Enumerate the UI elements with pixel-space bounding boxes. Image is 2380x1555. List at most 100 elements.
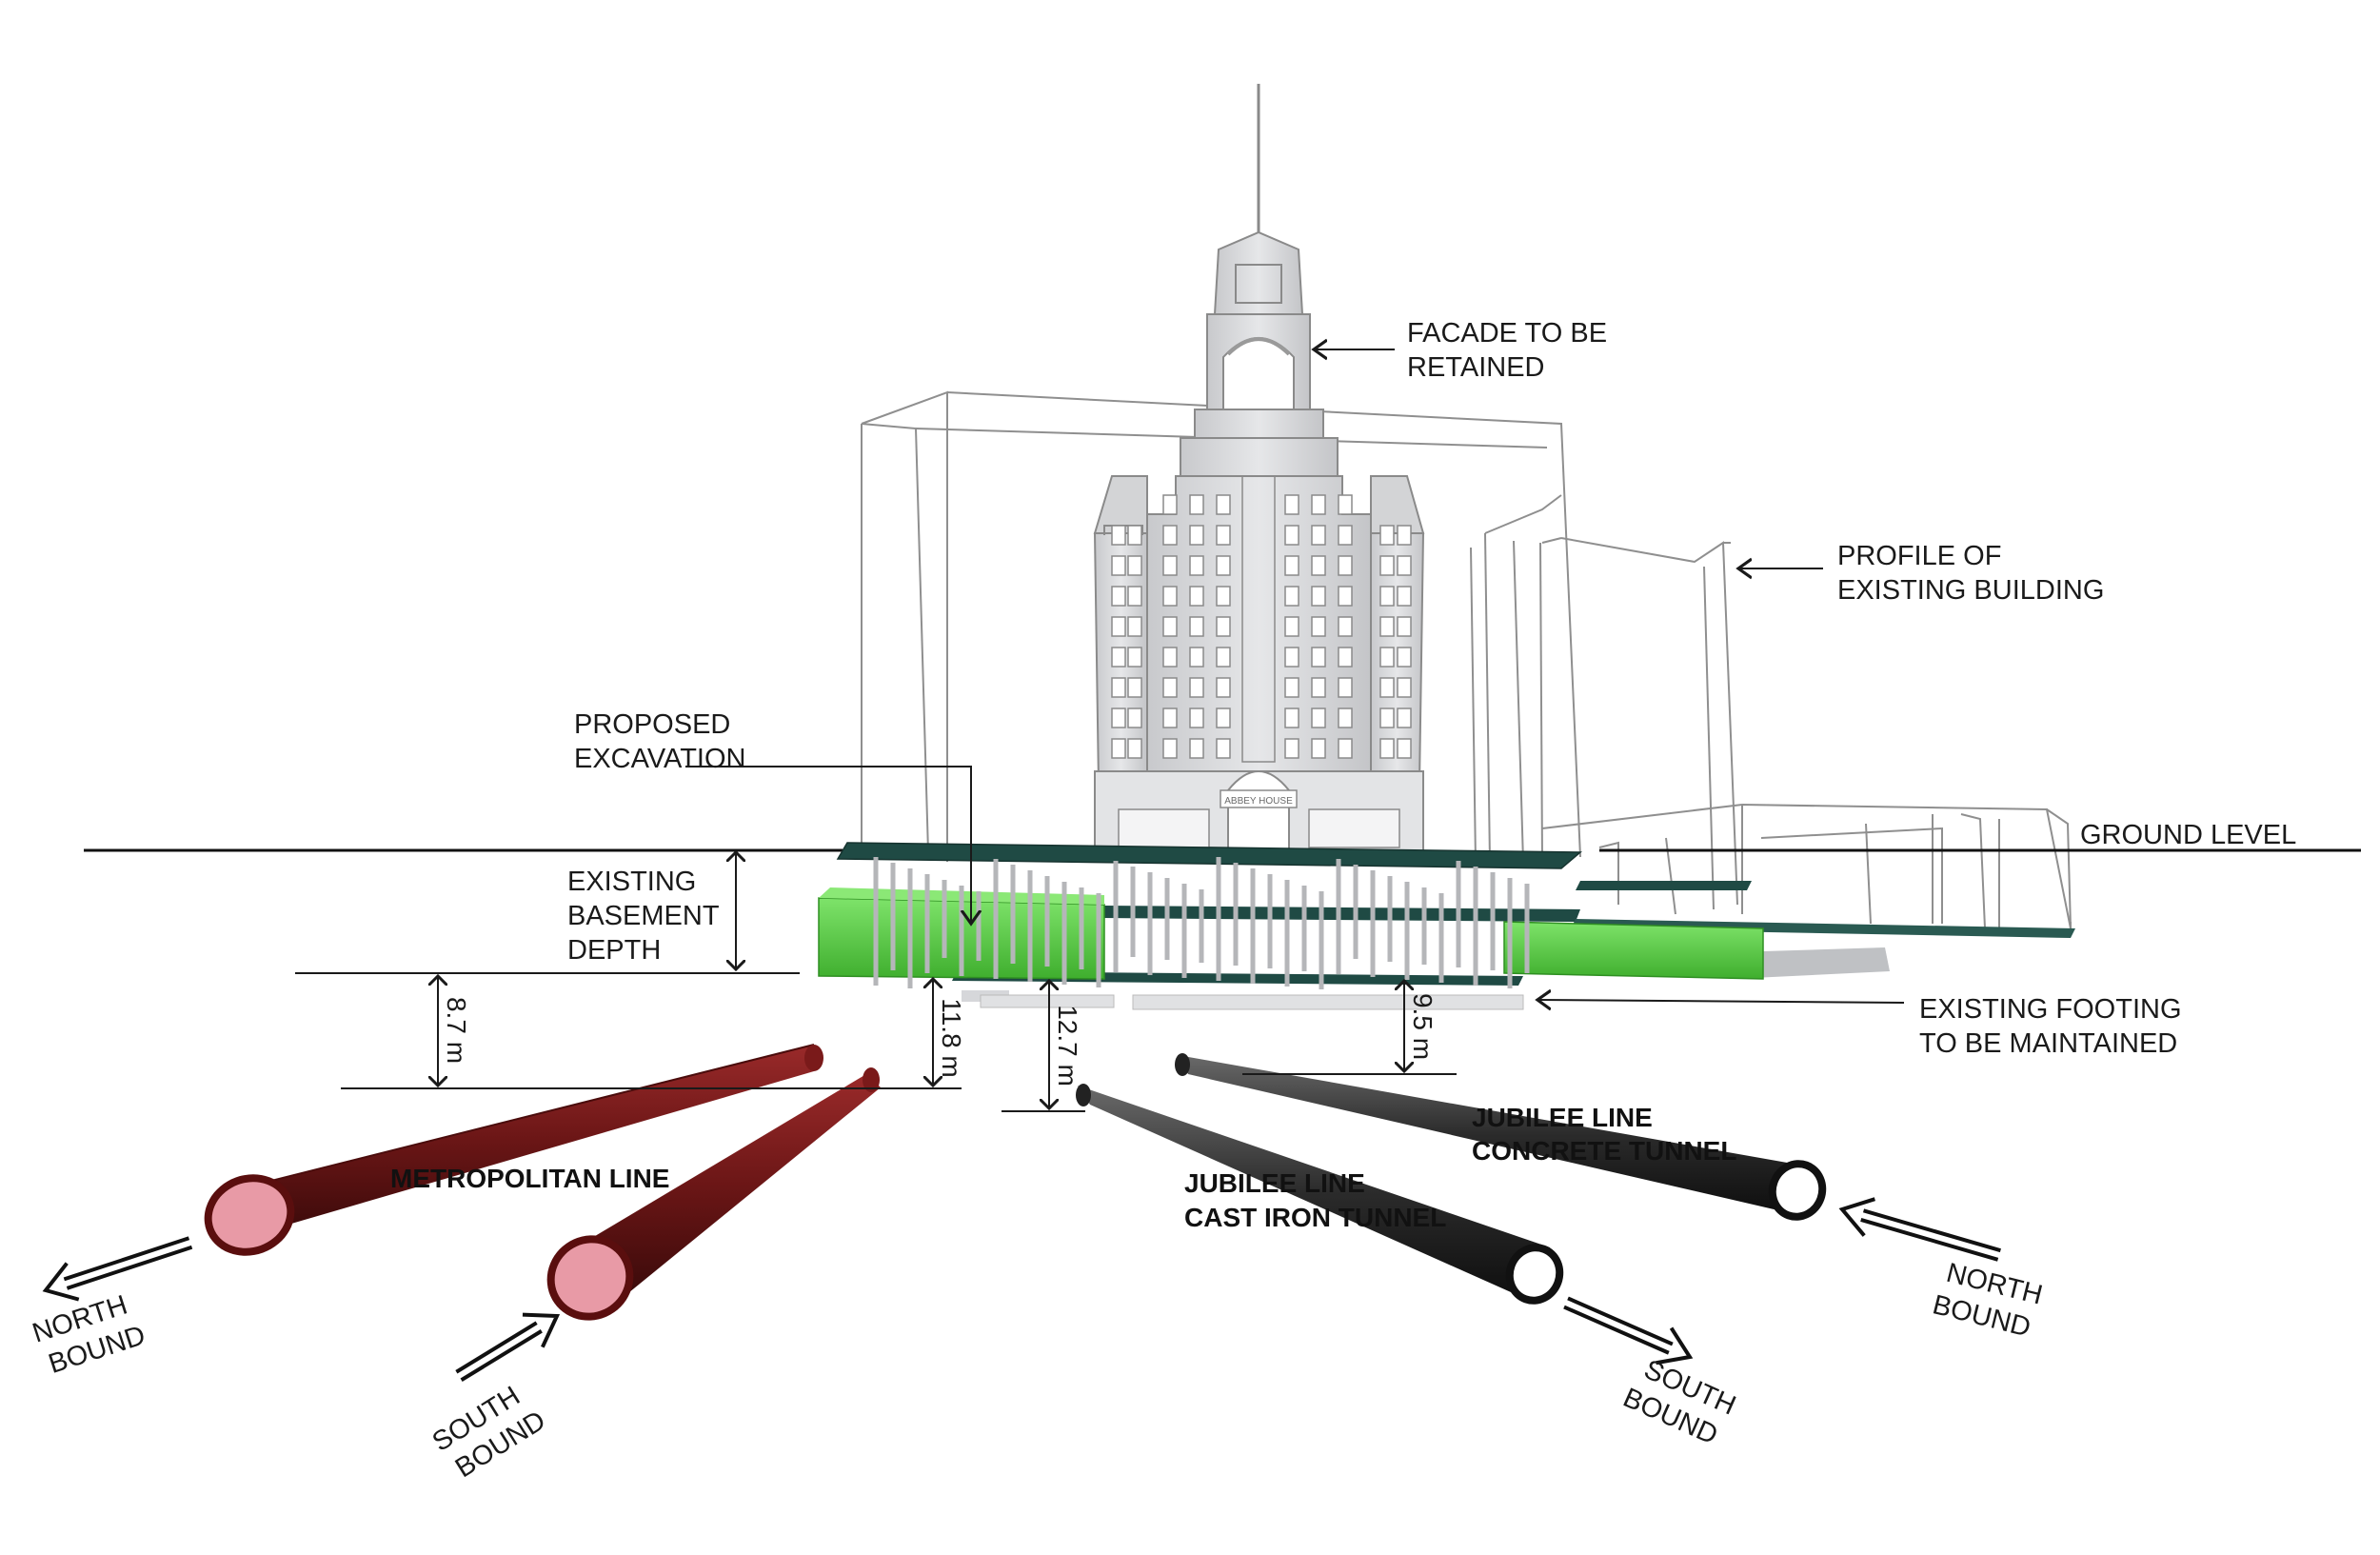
building-window (1397, 616, 1412, 637)
building-window (1338, 616, 1353, 637)
direction-arrow (1838, 1197, 2001, 1262)
building-window (1338, 525, 1353, 546)
building-window (1162, 494, 1178, 515)
building-window (1189, 616, 1204, 637)
building-window (1189, 708, 1204, 728)
building-window (1284, 738, 1299, 759)
building-window (1111, 555, 1126, 576)
building-window (1397, 647, 1412, 668)
jubilee-cast-iron-label-line-2: CAST IRON TUNNEL (1184, 1203, 1446, 1232)
building-window (1338, 494, 1353, 515)
building-window (1216, 708, 1231, 728)
building-window (1189, 677, 1204, 698)
building-window (1162, 525, 1178, 546)
building-window (1379, 677, 1395, 698)
building-window (1284, 586, 1299, 607)
building-window (1127, 586, 1142, 607)
basement-label-line-3: DEPTH (567, 935, 661, 966)
building-window (1216, 738, 1231, 759)
metropolitan-southbound-tunnel (546, 1067, 881, 1321)
building-window (1379, 738, 1395, 759)
building-window (1127, 525, 1142, 546)
building-window (1162, 555, 1178, 576)
building-window (1162, 586, 1178, 607)
jubilee-cast-iron-tunnel (1076, 1084, 1564, 1305)
building-window (1127, 738, 1142, 759)
building-window (1111, 647, 1126, 668)
building-window (1379, 708, 1395, 728)
jubilee-concrete-label-line-1: JUBILEE LINE (1472, 1103, 1653, 1132)
building-window (1284, 708, 1299, 728)
building-window (1311, 525, 1326, 546)
building-window (1127, 616, 1142, 637)
building-window (1338, 738, 1353, 759)
footing-label-line-1: EXISTING FOOTING (1919, 994, 2182, 1025)
building-window (1311, 616, 1326, 637)
jubilee-concrete-label-line-2: CONCRETE TUNNEL (1472, 1136, 1736, 1166)
basement-label-line-1: EXISTING (567, 867, 696, 897)
direction-arrows (42, 1197, 2001, 1382)
building-sign: ABBEY HOUSE (1224, 796, 1293, 807)
metropolitan-line-label: METROPOLITAN LINE (390, 1164, 669, 1193)
building-window (1216, 555, 1231, 576)
ground-level-label: GROUND LEVEL (2080, 820, 2296, 850)
building-window (1111, 738, 1126, 759)
building-window (1397, 738, 1412, 759)
building-window (1216, 677, 1231, 698)
building-window (1162, 708, 1178, 728)
building-window (1189, 525, 1204, 546)
profile-label-line-2: EXISTING BUILDING (1837, 575, 2104, 606)
building-window (1338, 708, 1353, 728)
excavation-label-line-1: PROPOSED (574, 709, 730, 740)
metropolitan-northbound-tunnel (204, 1044, 823, 1256)
building-window (1111, 677, 1126, 698)
building-window (1397, 555, 1412, 576)
jubilee-cast-iron-label-line-1: JUBILEE LINE (1184, 1168, 1365, 1198)
building-window (1216, 616, 1231, 637)
building-window (1338, 647, 1353, 668)
building-window (1216, 525, 1231, 546)
dimension-9-5: 9.5 m (1408, 993, 1438, 1060)
building-window (1284, 494, 1299, 515)
building-window (1284, 525, 1299, 546)
retained-facade: ABBEY HOUSE (1093, 84, 1425, 853)
basement-label-line-2: BASEMENT (567, 901, 720, 931)
building-window (1379, 555, 1395, 576)
excavation-label-line-2: EXCAVATION (574, 744, 745, 774)
basement-slabs (836, 842, 2075, 1010)
building-window (1162, 738, 1178, 759)
direction-arrow (1563, 1296, 1694, 1366)
building-window (1338, 586, 1353, 607)
building-window (1311, 586, 1326, 607)
piles (873, 857, 1530, 989)
building-window (1284, 647, 1299, 668)
building-window (1162, 616, 1178, 637)
excavation-leader (685, 766, 971, 924)
building-window (1379, 616, 1395, 637)
building-window (1284, 616, 1299, 637)
building-window (1111, 616, 1126, 637)
building-window (1162, 647, 1178, 668)
building-window (1397, 708, 1412, 728)
building-window (1111, 586, 1126, 607)
building-window (1189, 555, 1204, 576)
building-window (1338, 677, 1353, 698)
building-window (1111, 708, 1126, 728)
building-window (1189, 647, 1204, 668)
building-window (1311, 494, 1326, 515)
building-window (1127, 647, 1142, 668)
building-window (1162, 677, 1178, 698)
dimension-11-8: 11.8 m (937, 998, 966, 1078)
building-window (1189, 494, 1204, 515)
profile-label-line-1: PROFILE OF (1837, 541, 2001, 571)
direction-arrow (455, 1312, 561, 1382)
building-window (1189, 738, 1204, 759)
building-window (1311, 647, 1326, 668)
building-window (1216, 586, 1231, 607)
building-window (1338, 555, 1353, 576)
building-window (1111, 525, 1126, 546)
building-window (1379, 647, 1395, 668)
building-window (1216, 647, 1231, 668)
building-window (1189, 586, 1204, 607)
